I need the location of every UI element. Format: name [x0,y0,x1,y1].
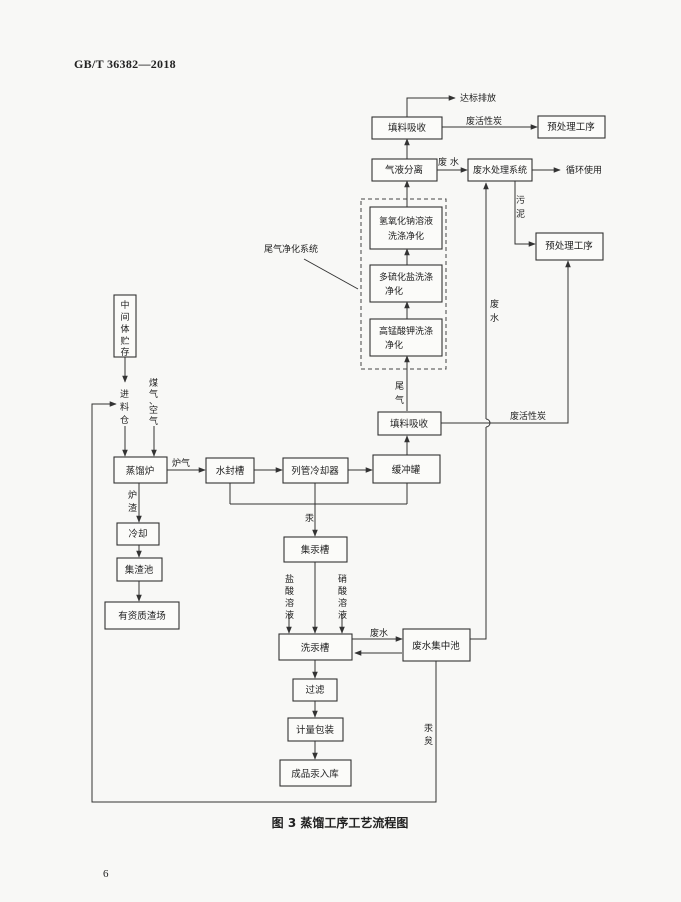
label-gas-air-1: 煤 [149,377,158,389]
label-recycle: 循环使用 [566,164,602,176]
label-sludge-1: 污 [516,194,525,206]
box-gas-liquid-separation: 气液分离 [371,158,438,182]
svg-text:填料吸收: 填料吸收 [390,418,429,430]
box-intermediate-storage: 中 间 体 贮 存 [113,294,137,358]
label-gas-air-2: 气 [149,388,158,400]
label-wastewater-top: 废 水 [438,156,459,168]
svg-text:净化: 净化 [385,339,403,351]
flow-connectors [91,95,571,803]
page-number: 6 [103,868,109,880]
svg-text:集渣池: 集渣池 [125,564,154,576]
label-spent-carbon-mid: 废活性炭 [510,410,546,422]
box-tube-cooler: 列管冷却器 [282,457,349,484]
label-wastewater-vertical-2: 水 [490,312,499,324]
box-wastewater-treatment-system: 废水处理系统 [467,158,533,182]
box-pretreatment-2: 预处理工序 [535,232,604,261]
label-sludge-2: 泥 [516,209,525,220]
svg-text:高锰酸钾洗涤: 高锰酸钾洗涤 [379,325,433,337]
box-packed-absorber-mid: 填料吸收 [377,411,442,436]
box-mercury-washing-tank: 洗汞槽 [278,633,353,661]
flow-labels: 达标排放 废活性炭 废 水 循环使用 污 泥 尾气净化系统 废 水 尾 气 废活… [120,92,602,747]
label-hno3-4: 液 [338,609,347,621]
svg-text:贮: 贮 [120,335,129,347]
standard-number: GB/T 36382—2018 [74,57,176,71]
svg-text:气液分离: 气液分离 [385,164,423,176]
label-hno3-1: 硝 [338,573,347,585]
svg-text:过滤: 过滤 [305,684,325,696]
svg-text:水封槽: 水封槽 [216,465,245,477]
svg-text:洗涤净化: 洗涤净化 [388,230,424,242]
box-wastewater-pool: 废水集中池 [402,628,471,662]
svg-text:集汞槽: 集汞槽 [301,544,330,556]
label-hcl-1: 盐 [285,573,294,585]
box-buffer-tank: 缓冲罐 [372,454,441,484]
label-wastewater-vertical-1: 废 [490,298,499,310]
label-compliant-discharge: 达标排放 [460,92,496,104]
label-hno3-3: 溶 [338,597,347,609]
label-mercury-soot-2: 炱 [424,735,433,747]
box-metering-packaging: 计量包装 [287,717,344,742]
box-slag-pool: 集渣池 [116,557,163,582]
box-distillation-furnace: 蒸馏炉 [113,456,168,484]
label-tail-gas-1: 尾 [395,381,404,392]
svg-text:成品汞入库: 成品汞入库 [291,768,339,780]
label-furnace-slag-2: 渣 [128,502,137,514]
box-packed-absorber-top: 填料吸收 [371,116,443,140]
label-exhaust-purification-system: 尾气净化系统 [264,243,318,255]
box-filtration: 过滤 [292,678,338,702]
svg-text:废水处理系统: 废水处理系统 [473,164,527,176]
label-feed-bin-2: 料 [120,401,129,413]
svg-text:冷却: 冷却 [128,528,147,540]
box-mercury-collecting-tank: 集汞槽 [283,536,348,563]
label-hcl-3: 溶 [285,597,294,609]
svg-text:洗汞槽: 洗汞槽 [301,642,330,654]
svg-text:间: 间 [120,311,129,323]
box-qualified-slag-site: 有资质渣场 [104,601,180,630]
label-gas-air-5: 气 [149,415,158,427]
exhaust-purification-group [360,198,447,370]
box-naoh-wash: 氢氧化钠溶液 洗涤净化 [369,206,443,250]
label-hcl-4: 液 [285,609,294,621]
label-furnace-gas: 炉气 [172,457,190,469]
label-tail-gas-2: 气 [395,394,404,406]
svg-text:多硫化盐洗涤: 多硫化盐洗涤 [379,271,433,283]
svg-text:中: 中 [120,299,129,311]
svg-text:存: 存 [120,346,129,358]
label-wastewater-bottom: 废水 [370,627,388,639]
svg-text:缓冲罐: 缓冲罐 [392,464,421,476]
svg-text:蒸馏炉: 蒸馏炉 [126,465,155,477]
label-furnace-slag-1: 炉 [128,489,137,501]
svg-text:体: 体 [120,323,129,335]
svg-text:有资质渣场: 有资质渣场 [118,610,166,622]
box-product-storage: 成品汞入库 [279,759,352,787]
svg-text:预处理工序: 预处理工序 [545,240,593,252]
label-gas-air-4: 空 [149,404,158,416]
svg-text:计量包装: 计量包装 [296,724,335,736]
box-water-seal-tank: 水封槽 [205,457,255,484]
svg-text:列管冷却器: 列管冷却器 [291,465,339,477]
label-hno3-2: 酸 [338,586,347,597]
box-polysulfide-wash: 多硫化盐洗涤 净化 [369,264,443,303]
box-permanganate-wash: 高锰酸钾洗涤 净化 [369,318,443,357]
label-mercury: 汞 [305,513,314,524]
label-gas-air-3: 、 [149,397,158,407]
figure-caption: 图 3 蒸馏工序工艺流程图 [272,815,409,830]
label-feed-bin-3: 仓 [120,414,129,426]
label-hcl-2: 酸 [285,586,294,597]
label-feed-bin-1: 进 [120,389,129,400]
svg-text:净化: 净化 [385,285,403,297]
box-pretreatment-1: 预处理工序 [537,115,606,139]
label-mercury-soot-1: 汞 [424,723,433,734]
svg-text:预处理工序: 预处理工序 [547,121,595,133]
label-spent-carbon-top: 废活性炭 [466,115,502,127]
svg-text:废水集中池: 废水集中池 [412,640,460,652]
svg-text:填料吸收: 填料吸收 [388,122,427,134]
svg-text:氢氧化钠溶液: 氢氧化钠溶液 [379,215,433,227]
box-cooling: 冷却 [116,522,160,546]
